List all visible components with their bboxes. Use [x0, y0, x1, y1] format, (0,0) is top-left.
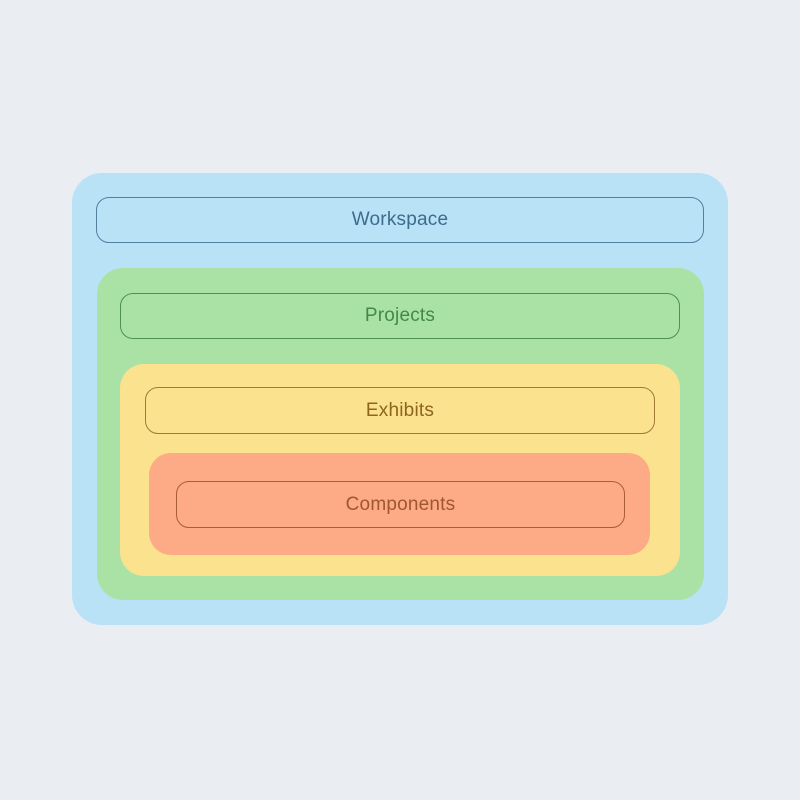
workspace-container: Workspace Projects Exhibits Components — [72, 173, 728, 625]
projects-container: Projects Exhibits Components — [97, 268, 704, 600]
workspace-label-box: Workspace — [96, 197, 704, 243]
projects-label: Projects — [364, 305, 436, 326]
exhibits-container: Exhibits Components — [120, 364, 680, 576]
components-label: Components — [345, 493, 456, 515]
exhibits-label: Exhibits — [365, 399, 435, 421]
workspace-label: Workspace — [351, 209, 449, 230]
components-container: Components — [149, 453, 650, 555]
components-label-box: Components — [176, 481, 625, 528]
exhibits-label-box: Exhibits — [145, 387, 655, 434]
projects-label-box: Projects — [120, 293, 680, 339]
